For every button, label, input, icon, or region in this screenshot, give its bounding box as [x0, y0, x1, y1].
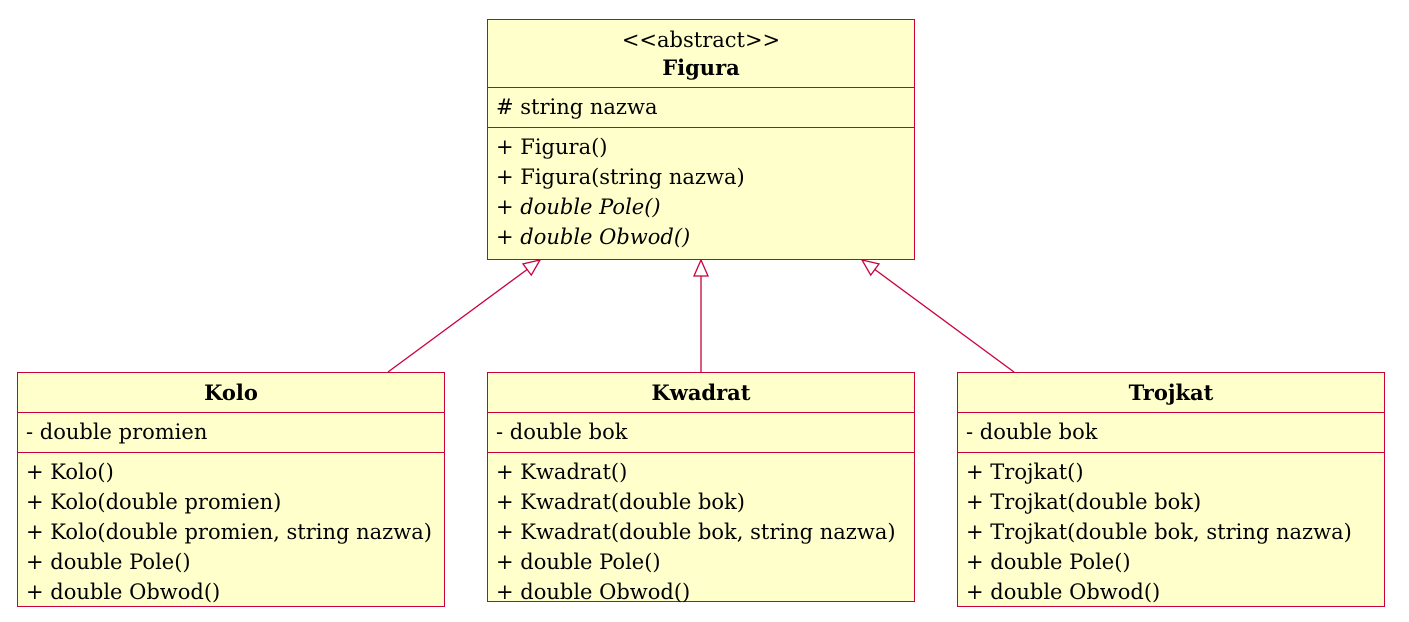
attribute: - double bok: [496, 420, 628, 444]
operation: + double Obwod(): [496, 580, 691, 604]
operations-compartment: + Kwadrat() + Kwadrat(double bok) + Kwad…: [488, 452, 914, 612]
attributes-compartment: - double bok: [958, 412, 1384, 452]
operation: + double Pole(): [966, 550, 1131, 574]
class-trojkat: Trojkat - double bok + Trojkat() + Trojk…: [957, 372, 1385, 607]
operation: + double Obwod(): [26, 580, 221, 604]
class-name: Figura: [662, 55, 740, 80]
stereotype-label: <<abstract>>: [621, 28, 781, 52]
operation: + double Pole(): [26, 550, 191, 574]
class-figura: <<abstract>> Figura # string nazwa + Fig…: [487, 19, 915, 260]
generalization-line-kolo: [387, 268, 528, 373]
class-header: Trojkat: [958, 373, 1384, 412]
attribute: - double bok: [966, 420, 1098, 444]
operation: + Kolo(): [26, 460, 114, 484]
operation: + Trojkat(double bok): [966, 490, 1202, 514]
attributes-compartment: # string nazwa: [488, 87, 914, 127]
operation: + double Obwod(): [966, 580, 1161, 604]
class-header: <<abstract>> Figura: [488, 20, 914, 87]
operations-compartment: + Figura() + Figura(string nazwa) + doub…: [488, 127, 914, 257]
class-kwadrat: Kwadrat - double bok + Kwadrat() + Kwadr…: [487, 372, 915, 604]
generalization-arrowhead-kwadrat: [693, 258, 709, 277]
attribute: # string nazwa: [496, 95, 658, 119]
operations-compartment: + Kolo() + Kolo(double promien) + Kolo(d…: [18, 452, 444, 612]
operation: + Trojkat(double bok, string nazwa): [966, 520, 1352, 544]
operation: + Kolo(double promien, string nazwa): [26, 520, 432, 544]
operation: + Kwadrat(): [496, 460, 628, 484]
attributes-compartment: - double bok: [488, 412, 914, 452]
operations-compartment: + Trojkat() + Trojkat(double bok) + Troj…: [958, 452, 1384, 612]
operation: + double Pole(): [496, 550, 661, 574]
operation: + Figura(): [496, 135, 608, 159]
class-name: Kolo: [204, 380, 258, 405]
class-header: Kwadrat: [488, 373, 914, 412]
class-name: Trojkat: [1128, 380, 1214, 405]
generalization-arrowhead-trojkat: [860, 259, 881, 277]
attribute: - double promien: [26, 420, 208, 444]
operation: + Trojkat(): [966, 460, 1084, 484]
abstract-operation: + double Pole(): [496, 195, 661, 219]
class-kolo: Kolo - double promien + Kolo() + Kolo(do…: [17, 372, 445, 607]
class-name: Kwadrat: [651, 380, 751, 405]
operation: + Kwadrat(double bok): [496, 490, 745, 514]
class-header: Kolo: [18, 373, 444, 412]
operation: + Figura(string nazwa): [496, 165, 745, 189]
abstract-operation: + double Obwod(): [496, 225, 691, 249]
generalization-line-trojkat: [874, 268, 1015, 373]
operation: + Kolo(double promien): [26, 490, 282, 514]
operation: + Kwadrat(double bok, string nazwa): [496, 520, 896, 544]
generalization-arrowhead-kolo: [521, 259, 542, 277]
attributes-compartment: - double promien: [18, 412, 444, 452]
